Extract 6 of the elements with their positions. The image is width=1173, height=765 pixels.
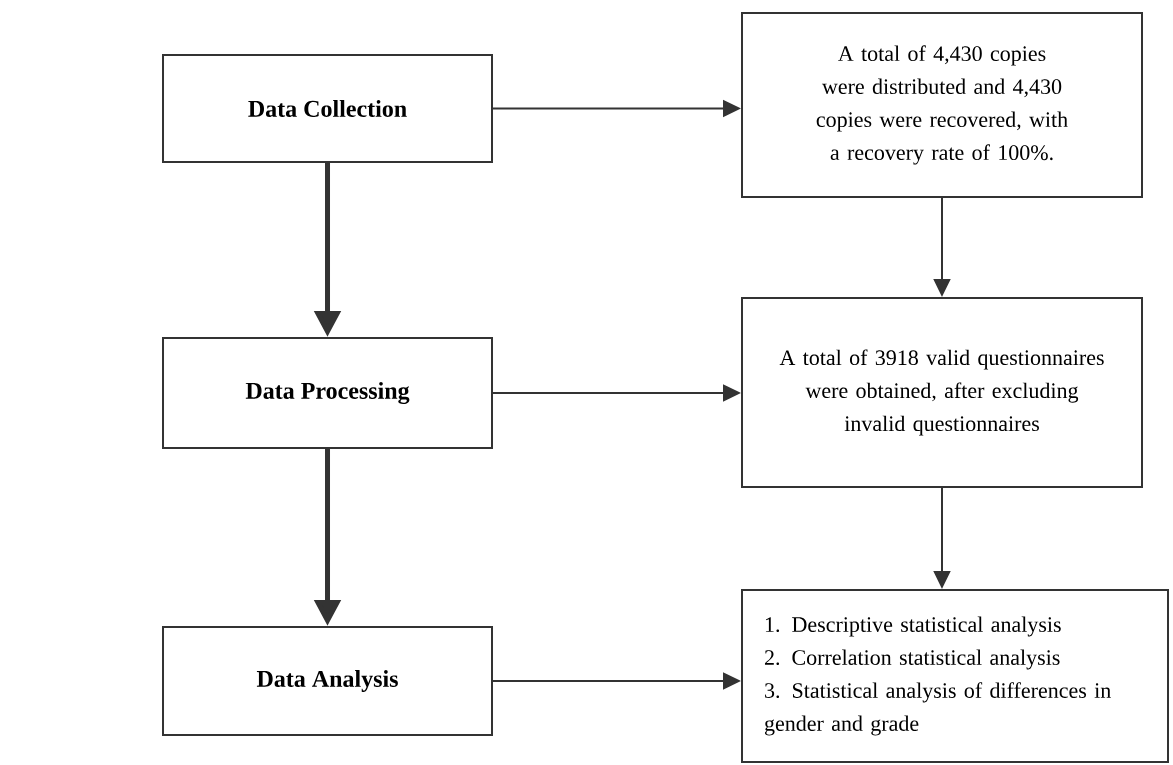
result-box: 1. Descriptive statistical analysis 2. Correlation statistical analysis 3. Statistical analysis of differences in gender and grade xyxy=(741,589,1169,763)
result-box: A total of 3918 valid questionnaires were obtained, after excluding invalid questionnaires xyxy=(741,297,1143,488)
process-box: Data Processing xyxy=(162,337,493,449)
process-box: Data Collection xyxy=(162,54,493,163)
process-box: Data Analysis xyxy=(162,626,493,736)
result-box: A total of 4,430 copies were distributed and 4,430 copies were recovered, with a recovery rate of 100%. xyxy=(741,12,1143,198)
